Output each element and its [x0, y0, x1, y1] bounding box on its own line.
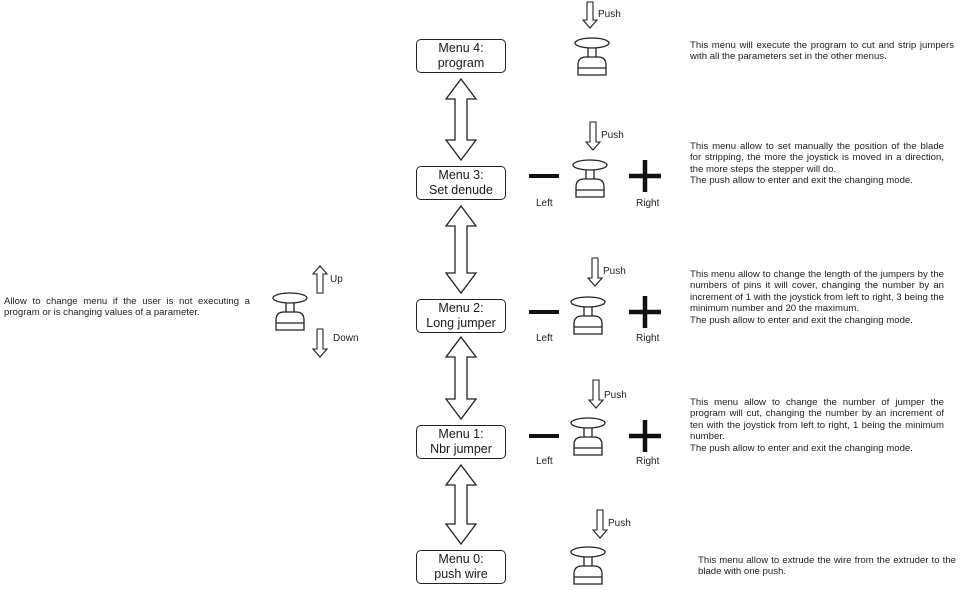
menu-2-box: Menu 2: Long jumper: [416, 299, 506, 333]
menu-0-push-arrow-icon: [591, 509, 609, 539]
menu-4-name: program: [437, 56, 485, 70]
menu-2-title: Menu 2:: [438, 301, 484, 315]
menu-3-push-arrow-icon: [584, 121, 602, 151]
menu-2-description-line: This menu allow to change the length of …: [690, 269, 944, 315]
menu-0-title: Menu 0:: [438, 552, 484, 566]
down-label: Down: [333, 333, 359, 344]
menu-4-push-arrow-icon: [581, 1, 599, 29]
side-note-text: Allow to change menu if the user is not …: [4, 296, 250, 319]
side-joystick-icon: [272, 292, 308, 331]
menu-3-joystick-icon: [572, 159, 608, 198]
menu-3-plus-icon: [629, 160, 661, 192]
menu-2-joystick-icon: [570, 296, 606, 335]
menu-1-joystick-icon: [570, 417, 606, 456]
menu-2-push-arrow-icon: [586, 257, 604, 287]
menu-3-name: Set denude: [429, 183, 493, 197]
menu-0-push-label: Push: [608, 518, 631, 529]
menu-3-description-line: The push allow to enter and exit the cha…: [690, 175, 913, 187]
menu-0-description-line: This menu allow to extrude the wire from…: [698, 555, 956, 578]
menu-0-description: This menu allow to extrude the wire from…: [698, 555, 956, 578]
menu-3-2-arrow-icon: [444, 204, 478, 295]
menu-2-right-label: Right: [636, 333, 660, 344]
menu-2-push-label: Push: [603, 266, 626, 277]
down-arrow-icon: [311, 328, 329, 358]
menu-1-left-label: Left: [536, 456, 553, 467]
up-label: Up: [330, 274, 343, 285]
menu-1-name: Nbr jumper: [430, 442, 492, 456]
menu-3-box: Menu 3: Set denude: [416, 166, 506, 200]
menu-4-box: Menu 4: program: [416, 39, 506, 73]
menu-1-push-label: Push: [604, 390, 627, 401]
menu-4-title: Menu 4:: [438, 41, 484, 55]
menu-2-name: Long jumper: [426, 316, 496, 330]
menu-4-joystick-icon: [574, 37, 610, 76]
menu-3-push-label: Push: [601, 130, 624, 141]
menu-2-1-arrow-icon: [444, 335, 478, 421]
up-arrow-icon: [311, 265, 329, 294]
menu-1-description-line: This menu allow to change the number of …: [690, 397, 944, 443]
menu-4-description: This menu will execute the program to cu…: [690, 40, 954, 63]
menu-1-description: This menu allow to change the number of …: [690, 397, 944, 454]
menu-0-box: Menu 0: push wire: [416, 550, 506, 584]
menu-1-title: Menu 1:: [438, 427, 484, 441]
menu-2-description-line: The push allow to enter and exit the cha…: [690, 314, 913, 326]
menu-3-right-label: Right: [636, 198, 660, 209]
menu-3-description: This menu allow to set manually the posi…: [690, 141, 944, 187]
menu-0-name: push wire: [434, 567, 488, 581]
menu-3-left-label: Left: [536, 198, 553, 209]
menu-2-left-label: Left: [536, 333, 553, 344]
menu-1-push-arrow-icon: [587, 379, 605, 409]
menu-4-push-label: Push: [598, 9, 621, 20]
menu-4-description-line: This menu will execute the program to cu…: [690, 40, 954, 63]
menu-3-description-line: This menu allow to set manually the posi…: [690, 141, 944, 175]
menu-0-joystick-icon: [570, 546, 606, 585]
menu-1-box: Menu 1: Nbr jumper: [416, 425, 506, 459]
menu-1-plus-icon: [629, 420, 661, 452]
menu-3-title: Menu 3:: [438, 168, 484, 182]
menu-1-0-arrow-icon: [444, 463, 478, 546]
menu-1-description-line: The push allow to enter and exit the cha…: [690, 442, 913, 454]
menu-2-description: This menu allow to change the length of …: [690, 269, 944, 326]
menu-2-plus-icon: [629, 296, 661, 328]
menu-4-3-arrow-icon: [444, 77, 478, 162]
menu-1-right-label: Right: [636, 456, 660, 467]
